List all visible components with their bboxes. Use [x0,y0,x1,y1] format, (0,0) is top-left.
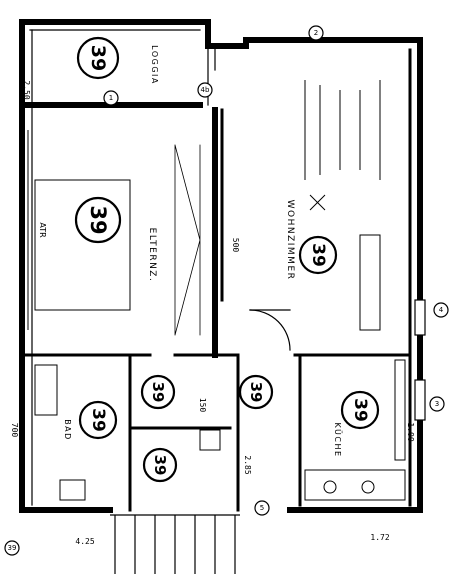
axis-marker-circle [254,500,270,516]
dimension-label: 150 [198,398,207,413]
axis-marker-text: 2 [314,29,318,37]
room-number-eltern: 39 [74,196,122,244]
room-number-wc: 39 [142,447,178,483]
room-number-kueche: 39 [340,390,380,430]
room-label-group: LOGGIA ELTERNZ. WOHNZIMMER BAD KÜCHE [63,45,343,457]
dimension-label: 700 [10,423,19,438]
room-number-circle [142,447,178,483]
room-number-group: 39 39 39 39 39 39 39 39 [74,36,380,483]
axis-marker-circle [197,82,213,98]
living-room-marks [304,80,381,331]
room-label-eltern: ELTERNZ. [147,228,157,283]
room-number-bad: 39 [78,400,118,440]
axis-marker-circle [4,540,20,556]
room-number-circle [238,374,274,410]
axis-marker-circle [433,302,449,318]
kitchen-fixtures [304,359,406,501]
room-number-text: 39 [88,408,108,432]
room-number-text: 39 [308,243,328,267]
bed-outline [34,144,201,336]
axis-marker-circle [103,90,119,106]
room-number-circle [76,36,120,80]
axis-marker: 39 [4,540,20,556]
room-number-text: 39 [247,382,265,403]
axis-marker: 4 [433,302,449,318]
axis-marker-circle [308,25,324,41]
axis-marker-text: 4b [201,86,210,94]
axis-marker: 1 [103,90,119,106]
room-number-circle [298,235,338,275]
room-number-circle [140,374,176,410]
axis-marker: 4b [197,82,213,98]
room-number-circle [74,196,122,244]
room-label-loggia: LOGGIA [150,45,159,85]
staircase [110,514,240,574]
room-number-circle [78,400,118,440]
door-swing [249,309,291,351]
plan-annotation: ATR [38,222,47,238]
interior-walls [19,45,412,512]
axis-marker: 5 [254,500,270,516]
room-number-wohnzimmer: 39 [298,235,338,275]
windows [27,130,426,421]
dimension-label: 2.85 [243,455,252,474]
room-number-text: 39 [151,455,169,476]
room-label-kueche: KÜCHE [333,422,343,457]
axis-marker-group: 2 4 3 1 4b 5 39 [4,25,449,556]
dimension-label: 500 [231,238,240,253]
room-label-bad: BAD [63,419,72,441]
room-number-diele: 39 [238,374,274,410]
axis-marker-text: 4 [439,306,444,314]
other-text-group: ATR [38,222,47,238]
room-number-circle [340,390,380,430]
room-number-loggia: 39 [76,36,120,80]
axis-marker-text: 1 [109,94,113,102]
axis-marker-text: 39 [8,544,17,552]
room-number-text: 39 [149,382,167,403]
axis-marker-text: 3 [435,400,439,408]
dimension-label: 1.72 [370,533,389,542]
room-number-text: 39 [87,45,109,71]
axis-marker-circle [429,396,445,412]
bath-fixtures [34,364,221,501]
dimension-group: 500 700 150 1.00 2.50 4.25 1.72 2.85 [10,80,415,546]
dimension-label: 1.00 [406,422,415,441]
room-number-text: 39 [86,205,110,234]
room-number-flur: 39 [140,374,176,410]
axis-marker-text: 5 [260,504,264,512]
dimension-label: 2.50 [22,80,31,99]
room-number-text: 39 [350,398,370,422]
axis-marker: 3 [429,396,445,412]
room-label-wohnzimmer: WOHNZIMMER [285,200,295,281]
dimension-label: 4.25 [75,537,94,546]
axis-marker: 2 [308,25,324,41]
